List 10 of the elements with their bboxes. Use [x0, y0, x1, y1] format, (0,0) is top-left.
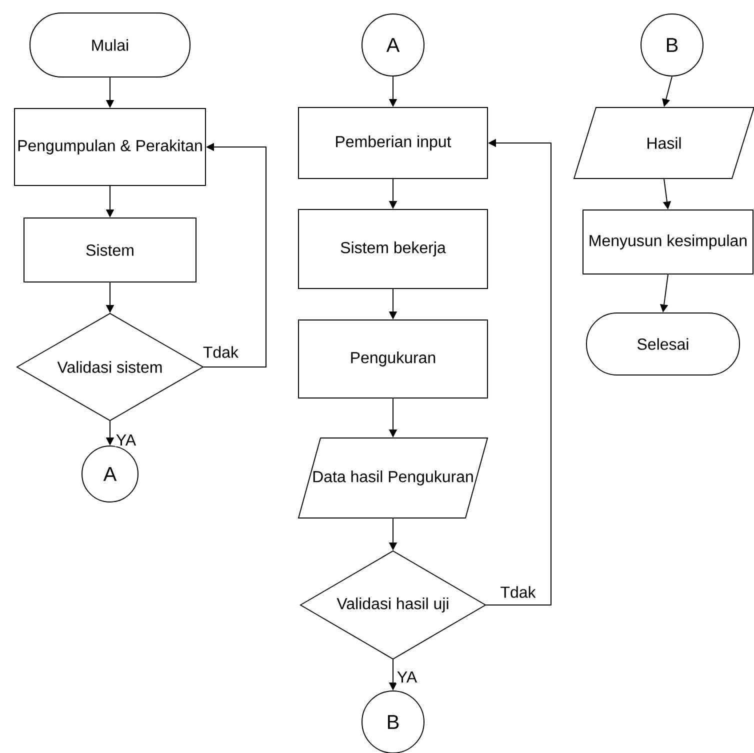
process-box: Sistem — [24, 218, 196, 282]
edge-label: YA — [397, 672, 418, 682]
edge-label: YA — [116, 434, 136, 446]
process-box: Pengumpulan & Perakitan — [14, 108, 206, 186]
edge-label: Tdak — [500, 586, 536, 598]
edge-label: Tdak — [203, 346, 239, 358]
process-box: Menyusun kesimpulan — [582, 210, 754, 274]
process-box: Pengukuran — [298, 320, 488, 398]
process-box: Pemberian input — [298, 107, 488, 179]
process-box: Sistem bekerja — [298, 209, 488, 289]
